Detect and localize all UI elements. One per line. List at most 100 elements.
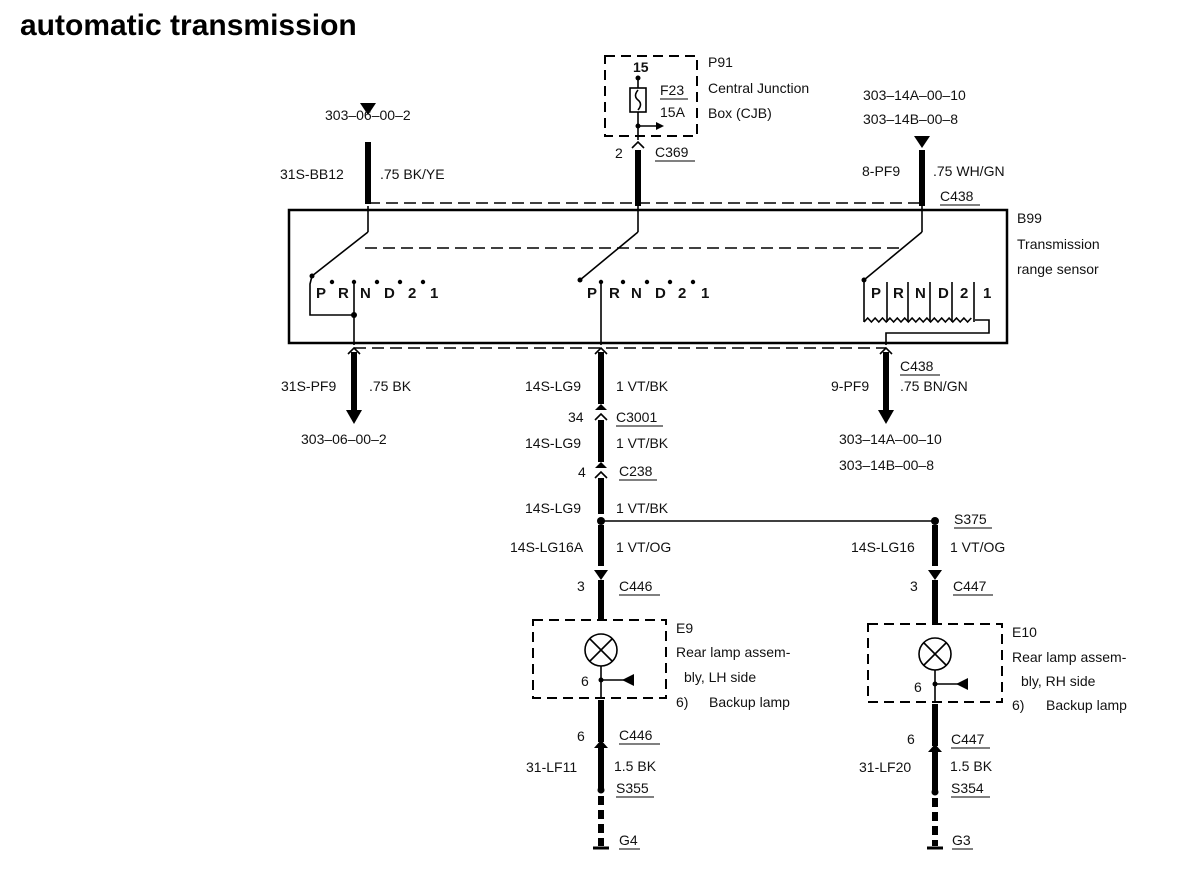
lh-wire: 1 VT/OG (616, 539, 671, 555)
center-circuit-3: 14S-LG9 (525, 500, 581, 516)
lh-circuit: 14S-LG16A (510, 539, 584, 555)
e9-line1: Rear lamp assem- (676, 644, 791, 660)
sw1-pos-d: D (384, 285, 395, 302)
left-bottom-wire: .75 BK (369, 378, 412, 394)
e9-gnd-wire: 1.5 BK (614, 758, 657, 774)
sw2-pos-n: N (631, 285, 642, 302)
sw3-pos-2: 2 (960, 285, 968, 302)
e10-item: Backup lamp (1046, 697, 1127, 713)
e10-rear-lamp-rh: 6 E10 Rear lamp assem- bly, RH side 6) B… (867, 623, 1127, 713)
arrow-out-left-bottom (346, 410, 362, 424)
e9-conn-out: C446 (619, 727, 653, 743)
resistor-ladder (863, 316, 972, 324)
right-top-ref2: 303–14B–00–8 (863, 111, 958, 127)
b99-ref: B99 (1017, 210, 1042, 226)
splice-s355: S355 (616, 780, 649, 796)
e10-ref: E10 (1012, 624, 1037, 640)
b99-name-line1: Transmission (1017, 236, 1100, 252)
splice-node-right (931, 517, 939, 525)
arrow-in-left-top (360, 103, 376, 115)
fuse-rating: 15A (660, 104, 686, 120)
cjb-name-line1: Central Junction (708, 80, 809, 96)
center-wire-2: 1 VT/BK (616, 435, 669, 451)
e9-conn-in: C446 (619, 578, 653, 594)
splice-s375: S375 (954, 511, 987, 527)
e10-conn-in: C447 (953, 578, 987, 594)
sw3-pos-1: 1 (983, 285, 991, 302)
cjb-pin-15: 15 (633, 59, 649, 75)
right-bottom-ref1: 303–14A–00–10 (839, 431, 942, 447)
b99-name-line2: range sensor (1017, 261, 1099, 277)
sw1-pos-r: R (338, 285, 349, 302)
switch-2-wiper (579, 231, 639, 281)
switch-1-wiper (311, 231, 369, 277)
pin-4: 4 (578, 464, 586, 480)
connector-c238: C238 (619, 463, 653, 479)
sw3-pos-n: N (915, 285, 926, 302)
diagram-title: automatic transmission (20, 9, 357, 42)
left-top-wire: .75 BK/YE (380, 166, 445, 182)
sw2-pos-d: D (655, 285, 666, 302)
sw3-pos-d: D (938, 285, 949, 302)
e9-pin-lamp: 6 (581, 673, 589, 689)
rh-circuit: 14S-LG16 (851, 539, 915, 555)
e9-pin-out: 6 (577, 728, 585, 744)
sw1-pos-2: 2 (408, 285, 416, 302)
cjb-ref: P91 (708, 54, 733, 70)
e9-line2: bly, LH side (684, 669, 756, 685)
e9-pin-in: 3 (577, 578, 585, 594)
connector-c438-top: C438 (940, 188, 974, 204)
right-bottom-wire: .75 BN/GN (900, 378, 968, 394)
sw1-pos-p: P (316, 285, 326, 302)
b99-boundary (287, 208, 1009, 345)
left-top-ref: 303–06–00–2 (325, 107, 411, 123)
connector-c3001: C3001 (616, 409, 657, 425)
e9-ref: E9 (676, 620, 693, 636)
e10-gnd-wire: 1.5 BK (950, 758, 993, 774)
sw2-pos-1: 1 (701, 285, 709, 302)
fuse-id: F23 (660, 82, 684, 98)
e10-gnd-circuit: 31-LF20 (859, 759, 911, 775)
connector-c369: C369 (655, 144, 689, 160)
left-bottom-circuit: 31S-PF9 (281, 378, 336, 394)
right-top-circuit: 8-PF9 (862, 163, 900, 179)
b99-transmission-range-sensor: B99 Transmission range sensor P R N D 2 … (287, 206, 1100, 345)
resistor-output (885, 319, 990, 345)
connector-c438-bottom: C438 (900, 358, 934, 374)
e9-gnd-circuit: 31-LF11 (526, 759, 577, 775)
arrow-in-right-top (914, 136, 930, 148)
sw3-pos-r: R (893, 285, 904, 302)
center-wire-1: 1 VT/BK (616, 378, 669, 394)
ground-g4: G4 (619, 832, 638, 848)
center-circuit-1: 14S-LG9 (525, 378, 581, 394)
sw2-pos-2: 2 (678, 285, 686, 302)
e9-item: Backup lamp (709, 694, 790, 710)
right-top-ref1: 303–14A–00–10 (863, 87, 966, 103)
sw1-pos-n: N (360, 285, 371, 302)
splice-s354: S354 (951, 780, 984, 796)
e9-item-no: 6) (676, 694, 688, 710)
ground-symbol-icon (622, 674, 634, 686)
arrow-out-right-bottom (878, 410, 894, 424)
left-bottom-ref: 303–06–00–2 (301, 431, 387, 447)
right-bottom-ref2: 303–14B–00–8 (839, 457, 934, 473)
sw2-pos-r: R (609, 285, 620, 302)
p91-central-junction-box: 15 F23 15A P91 Central Junction Box (CJB… (604, 54, 809, 137)
e10-pin-in: 3 (910, 578, 918, 594)
e9-boundary (532, 619, 667, 699)
sw2-pos-p: P (587, 285, 597, 302)
left-top-circuit: 31S-BB12 (280, 166, 344, 182)
e9-rear-lamp-lh: 6 E9 Rear lamp assem- bly, LH side 6) Ba… (532, 619, 791, 710)
e10-item-no: 6) (1012, 697, 1024, 713)
e10-line1: Rear lamp assem- (1012, 649, 1127, 665)
switch-3-wiper (863, 231, 923, 281)
center-circuit-2: 14S-LG9 (525, 435, 581, 451)
e10-conn-out: C447 (951, 731, 985, 747)
center-wire-3: 1 VT/BK (616, 500, 669, 516)
pin-34: 34 (568, 409, 584, 425)
ground-g3: G3 (952, 832, 971, 848)
sw1-pos-1: 1 (430, 285, 438, 302)
cjb-boundary (604, 55, 698, 137)
e10-pin-lamp: 6 (914, 679, 922, 695)
cjb-name-line2: Box (CJB) (708, 105, 772, 121)
